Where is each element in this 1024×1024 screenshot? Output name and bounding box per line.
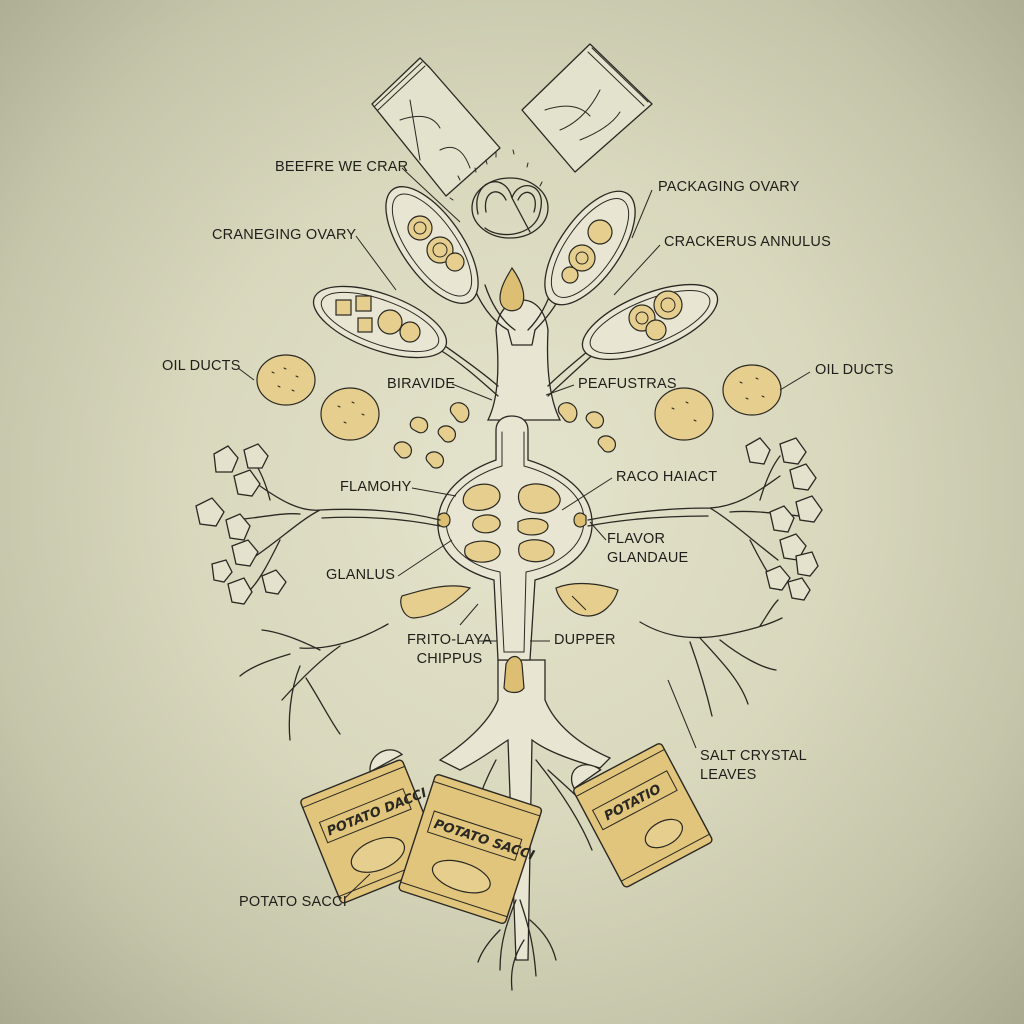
chip-bag-center: POTATO SACCI <box>398 774 543 925</box>
chip-bag-right: POTATIO <box>570 743 713 888</box>
pretzel-bud <box>471 177 549 239</box>
label-beefre-we-crar: BEEFRE WE CRAR <box>275 159 409 175</box>
seed-drop <box>499 266 525 312</box>
cracker-rounds <box>256 354 782 441</box>
label-glanlus: GLANLUS <box>326 567 396 583</box>
label-dupper: DUPPER <box>554 632 616 648</box>
label-salt-crystal-leaves: SALT CRYSTAL LEAVES <box>700 748 807 783</box>
pod-upper-right <box>544 190 636 306</box>
label-craneging-ovary: CRANEGING OVARY <box>212 227 357 243</box>
leader-lines <box>237 167 811 899</box>
label-raco-haiact: RACO HAIACT <box>616 469 718 485</box>
twig-left <box>239 623 389 741</box>
wrapper-left <box>371 57 501 197</box>
label-peafustras: PEAFUSTRAS <box>578 376 677 392</box>
salt-branch-left <box>195 443 441 605</box>
label-crackerus-annulus: CRACKERUS ANNULUS <box>664 234 831 250</box>
label-potato-sacci: POTATO SACCI <box>239 894 347 910</box>
chip-curls <box>400 582 619 619</box>
pod-lower-right <box>581 283 719 361</box>
crumbs <box>449 149 543 201</box>
twig-right <box>639 599 783 717</box>
pod-lower-left <box>312 285 448 359</box>
wrapper-right <box>521 43 653 173</box>
label-oil-ducts-left: OIL DUCTS <box>162 358 241 374</box>
label-biravide: BIRAVIDE <box>387 376 456 392</box>
label-oil-ducts-right: OIL DUCTS <box>815 362 894 378</box>
label-flavor-glandaue: FLAVOR GLANDAUE <box>607 531 689 566</box>
cashew-pieces <box>393 402 617 469</box>
central-bulb <box>437 415 593 694</box>
label-frito-laya-chippus: FRITO-LAYA CHIPPUS <box>407 632 492 667</box>
label-flamohy: FLAMOHY <box>340 479 412 495</box>
label-packaging-ovary: PACKAGING OVARY <box>658 179 800 195</box>
pod-upper-left <box>385 186 479 304</box>
salt-branch-right <box>587 437 823 601</box>
